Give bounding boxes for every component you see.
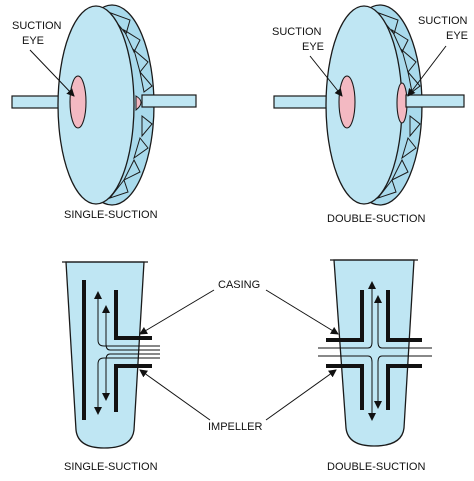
shaft-right [141,94,197,108]
double-suction-caption-bottom: DOUBLE-SUCTION [327,461,425,473]
impeller-label: IMPELLER [208,421,262,433]
impeller-left-upper-shroud [326,290,364,342]
suction-eye-left-leader [309,55,343,97]
suction-eye-right-label-line2: EYE [446,30,468,42]
impeller-leader-left [139,369,211,421]
shared-labels: CASING IMPELLER [139,279,339,433]
flow-right-up [374,295,432,349]
flow-right-down [374,355,432,409]
double-suction-cutaway: DOUBLE-SUCTION [318,259,432,473]
flow-line-down-outer [94,357,160,415]
casing-body [65,261,145,449]
suction-eye [69,75,87,129]
flow-line-up-inner [102,305,160,351]
casing-body [333,259,415,447]
flow-line-up-outer [94,291,160,347]
impeller-front-disk [57,5,135,205]
impeller-front-disk [325,5,403,205]
impeller-lower-shroud [114,364,152,412]
suction-eye-leader [29,49,75,97]
impeller-right-upper-shroud [386,290,422,342]
suction-eye-right-label-line1: SUCTION [418,15,468,27]
suction-eye-left-label-line1: SUCTION [272,26,322,38]
single-suction-cutaway: SINGLE-SUCTION [62,261,160,473]
double-suction-impeller: SUCTION EYE SUCTION EYE DOUBLE-SUCTION [272,4,468,225]
flow-left-up [318,281,376,349]
suction-eye-label-line2: EYE [22,35,44,47]
impeller-left-lower-shroud [326,364,364,410]
shaft-right [405,94,465,108]
suction-eye-label-line1: SUCTION [12,20,62,32]
flow-line-down-inner [102,353,160,401]
single-suction-impeller: SUCTION EYE SINGLE-SUCTION [11,4,197,221]
impeller-leader-right [265,369,337,421]
single-suction-caption-top: SINGLE-SUCTION [64,209,158,221]
suction-eye-left [338,75,356,129]
casing-leader-left [139,289,215,335]
casing-label: CASING [218,279,260,291]
impeller-upper-shroud [114,290,152,340]
flow-left-down [318,355,376,421]
single-suction-caption-bottom: SINGLE-SUCTION [64,461,158,473]
suction-eye-left-label-line2: EYE [302,41,324,53]
impeller-right-lower-shroud [386,364,422,410]
hub-nut [135,95,142,112]
double-suction-caption-top: DOUBLE-SUCTION [327,213,425,225]
suction-eye-right-leader [407,45,447,97]
casing-leader-right [265,289,339,335]
